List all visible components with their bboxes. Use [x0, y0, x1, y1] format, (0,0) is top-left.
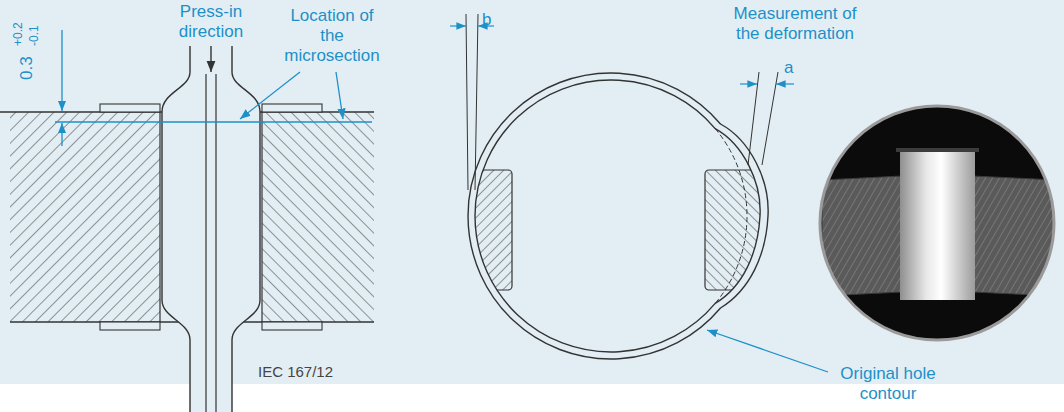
hole-section	[450, 14, 828, 372]
original-contour	[715, 129, 747, 304]
figure-reference: IEC 167/12	[258, 362, 333, 382]
microsection-line	[55, 121, 372, 123]
copper-pad	[262, 322, 322, 330]
leader-line	[707, 330, 828, 372]
extension-line	[466, 14, 468, 190]
dimension-letter: b	[482, 10, 491, 30]
hole-wall	[261, 112, 262, 322]
photo-board	[973, 176, 1056, 296]
dimension-line	[61, 30, 62, 111]
pin-section	[705, 170, 775, 290]
photo-pin	[900, 150, 975, 300]
background-panel	[0, 0, 1064, 384]
tolerance-value: +0.2	[11, 22, 25, 46]
pin-outline	[232, 46, 260, 412]
pin-body	[162, 46, 260, 412]
copper-pad	[100, 104, 160, 112]
copper-pad	[262, 104, 322, 112]
leader-line	[336, 72, 343, 119]
press-fit-pin	[162, 46, 260, 412]
measurement-label: Measurement of the deformation	[725, 4, 865, 44]
photo-edge	[896, 148, 979, 152]
hole-wall	[159, 112, 160, 322]
pin-outline	[162, 46, 190, 412]
dimension-letter: a	[784, 58, 793, 78]
section-label: Location of the microsection	[280, 6, 384, 66]
dimension-arrow	[776, 83, 794, 84]
photo-rim	[820, 106, 1054, 340]
pin-slot	[215, 74, 216, 412]
board-hatch	[10, 112, 160, 322]
extension-line	[762, 72, 778, 165]
copper-pad	[100, 322, 160, 330]
press-in-arrow	[210, 46, 211, 72]
contour-label: Original hole contour	[832, 364, 944, 404]
hole-outer-contour	[468, 73, 768, 359]
direction-label: Press-in direction	[166, 2, 256, 42]
dimension-line	[61, 123, 62, 146]
extension-line	[475, 14, 478, 190]
leader-line	[240, 72, 300, 119]
microsection-photo	[820, 106, 1056, 340]
tolerance-value: -0.1	[27, 25, 41, 46]
dimension-value: 0.3	[17, 56, 37, 80]
dimension-arrow	[740, 83, 757, 84]
extension-line	[748, 72, 759, 165]
pin-slot	[205, 74, 206, 412]
hole-inner-contour	[475, 80, 760, 352]
pin-section	[455, 170, 512, 290]
board-hatch	[262, 112, 374, 322]
dimension-arrow	[450, 25, 466, 26]
